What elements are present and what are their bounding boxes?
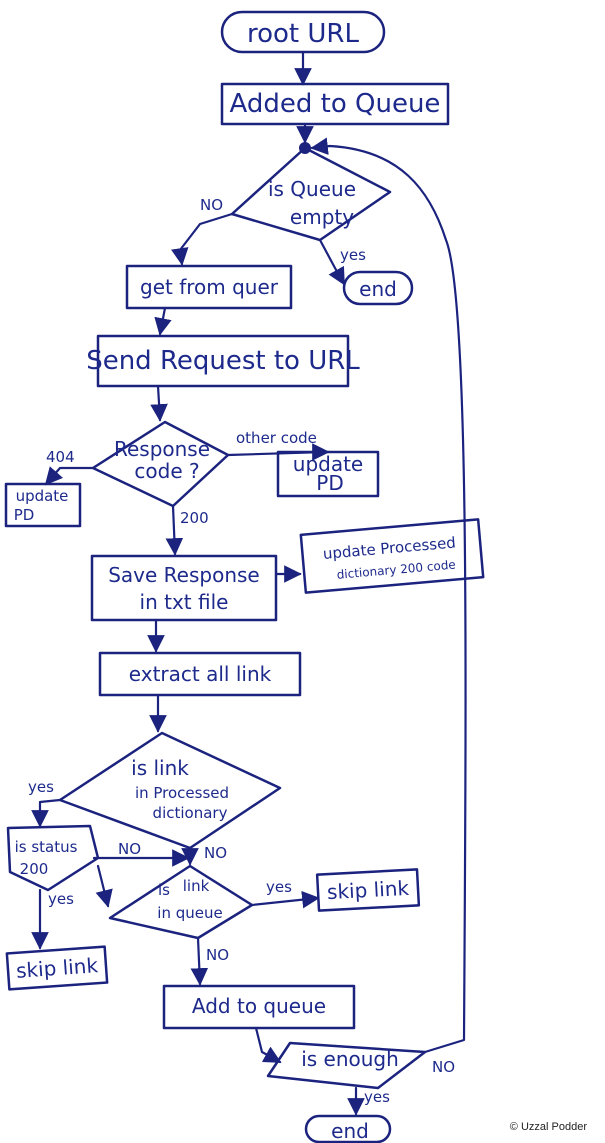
edge-label-other-code: other code xyxy=(236,429,317,447)
is-link-in-queue-label-2: link xyxy=(183,877,210,895)
update-pd-left-label-2: PD xyxy=(14,506,35,524)
is-link-in-queue-label-1: is xyxy=(158,881,170,899)
get-from-queue-node: get from quer xyxy=(125,264,293,310)
send-request-node: Send Request to URL xyxy=(86,334,360,388)
is-link-processed-label-1: is link xyxy=(131,756,189,780)
edge-queue-no xyxy=(171,212,234,266)
extract-links-node: extract all link xyxy=(98,651,302,697)
edge-inqueue-no xyxy=(190,936,209,986)
add-to-queue-node: Add to queue xyxy=(162,984,356,1030)
end-bottom-node: end xyxy=(304,1114,392,1143)
edge-get-to-send xyxy=(154,306,172,336)
edge-send-to-response xyxy=(150,384,168,422)
edge-queue-yes xyxy=(318,238,346,286)
skip-link-right-node: skip link xyxy=(315,868,421,912)
edge-label-200: 200 xyxy=(180,509,209,527)
root-url-label: root URL xyxy=(247,19,359,49)
is-status-200-node: is status 200 xyxy=(6,824,100,892)
edge-response-other xyxy=(226,443,330,461)
is-queue-empty-label-1: is Queue xyxy=(268,177,356,201)
added-to-queue-node: Added to Queue xyxy=(220,82,450,126)
update-processed-label-2: dictionary 200 code xyxy=(336,558,456,582)
is-enough-label: is enough xyxy=(301,1047,399,1071)
update-pd-left-node: update PD xyxy=(4,482,82,528)
edge-label-no-status: NO xyxy=(118,840,141,858)
end-top-node: end xyxy=(342,270,414,306)
is-queue-empty-node: is Queue empty xyxy=(230,142,392,242)
is-enough-node: is enough xyxy=(266,1041,427,1090)
edge-label-no-enough: NO xyxy=(432,1058,455,1076)
edge-label-yes-processed: yes xyxy=(28,778,54,796)
send-request-label: Send Request to URL xyxy=(86,346,360,376)
skip-link-left-node: skip link xyxy=(5,945,109,991)
edge-label-yes-in-queue: yes xyxy=(266,878,292,896)
edge-label-404: 404 xyxy=(46,448,75,466)
edge-inqueue-yes xyxy=(250,890,320,909)
get-from-queue-label: get from quer xyxy=(140,275,279,299)
edge-add-to-enough xyxy=(254,1026,282,1064)
edge-enough-no-loop xyxy=(310,137,467,1054)
update-pd-right-label-2: PD xyxy=(316,471,343,495)
is-link-in-queue-node: is link in queue xyxy=(108,864,254,940)
update-pd-right-node: update PD xyxy=(276,450,380,498)
root-url-node: root URL xyxy=(220,10,386,54)
is-status-200-label-2: 200 xyxy=(20,860,49,878)
update-pd-left-label-1: update xyxy=(16,487,69,505)
save-response-node: Save Response in txt file xyxy=(90,554,278,622)
credit-text: © Uzzal Podder xyxy=(509,1121,587,1133)
is-link-processed-node: is link in Processed dictionary xyxy=(58,731,282,850)
is-link-in-queue-label-3: in queue xyxy=(157,904,222,922)
added-to-queue-label: Added to Queue xyxy=(230,89,441,119)
save-response-label-1: Save Response xyxy=(108,563,260,587)
save-response-label-2: in txt file xyxy=(140,590,229,614)
is-link-processed-label-2: in Processed xyxy=(135,784,229,802)
update-processed-node: update Processed dictionary 200 code xyxy=(299,518,485,594)
edge-label-yes-queue: yes xyxy=(340,246,366,264)
add-to-queue-label: Add to queue xyxy=(192,994,326,1018)
extract-links-label: extract all link xyxy=(129,662,272,686)
edge-processed-yes xyxy=(31,798,62,828)
is-link-processed-label-3: dictionary xyxy=(153,804,228,822)
edge-status-yes-queue xyxy=(95,864,113,908)
response-code-node: Response code ? xyxy=(91,420,230,508)
edge-label-no-in-queue: NO xyxy=(206,946,229,964)
loop-junction-dot xyxy=(299,142,311,154)
skip-link-right-label: skip link xyxy=(326,876,410,904)
edge-label-no-queue: NO xyxy=(200,196,223,214)
skip-link-left-label: skip link xyxy=(15,953,99,983)
edge-label-yes-status: yes xyxy=(48,890,74,908)
end-top-label: end xyxy=(359,277,397,301)
edge-label-yes-enough: yes xyxy=(364,1088,390,1106)
end-bottom-label: end xyxy=(331,1119,369,1143)
is-queue-empty-label-2: empty xyxy=(290,205,354,229)
edge-response-200 xyxy=(165,504,184,556)
is-status-200-label-1: is status xyxy=(15,838,78,856)
edge-response-404 xyxy=(44,466,95,486)
edge-label-no-processed: NO xyxy=(204,844,227,862)
response-code-label-2: code ? xyxy=(134,459,199,483)
response-code-label-1: Response xyxy=(114,437,210,461)
